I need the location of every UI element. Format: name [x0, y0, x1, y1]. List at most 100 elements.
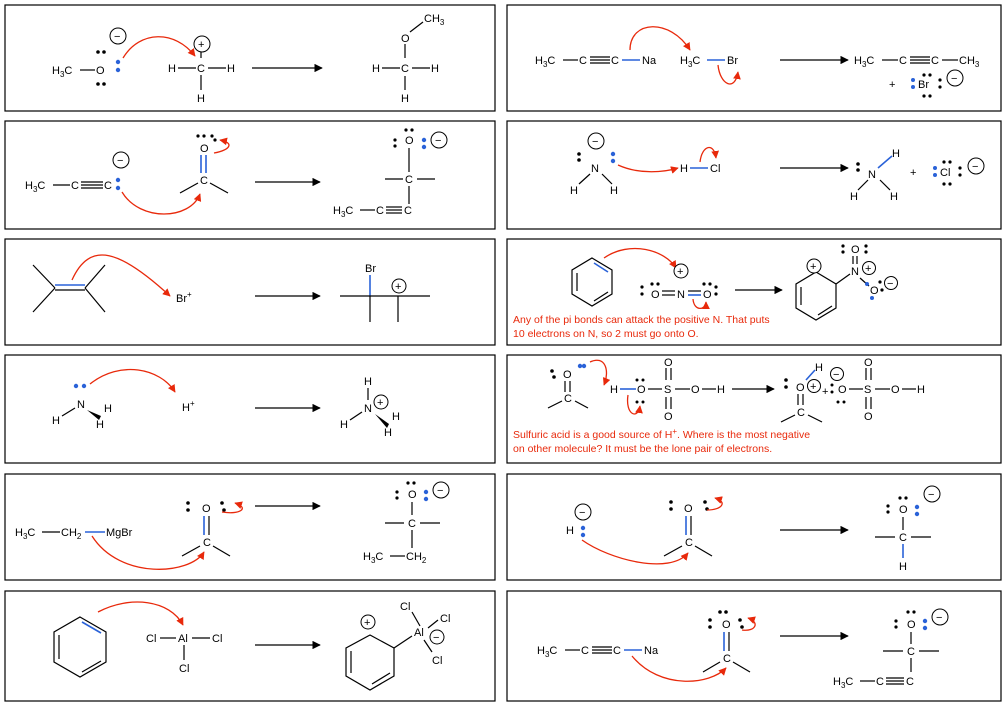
svg-text:H3C: H3C [537, 645, 557, 659]
svg-text:H: H [364, 376, 372, 388]
panel-grignard-acetone: H3C CH2 MgBr O C O − C H3C CH2 [4, 473, 496, 581]
panel-frame [506, 354, 1002, 464]
positive-charge-icon [391, 278, 407, 294]
svg-text:C: C [613, 645, 621, 657]
svg-text:Cl: Cl [710, 163, 720, 175]
positive-charge-icon [373, 394, 389, 410]
panel-frame [506, 238, 1002, 346]
svg-text:Cl: Cl [440, 613, 450, 625]
svg-text:H: H [717, 384, 725, 396]
svg-text:H3C: H3C [854, 55, 874, 69]
svg-text:H: H [917, 384, 925, 396]
svg-text:O: O [563, 369, 572, 381]
svg-text:O: O [684, 503, 693, 515]
svg-text:+: + [810, 381, 816, 393]
panel-frame [506, 4, 1002, 112]
svg-text:H: H [168, 63, 176, 75]
svg-text:MgBr: MgBr [106, 527, 133, 539]
svg-text:O: O [899, 504, 908, 516]
negative-charge-icon [923, 485, 941, 503]
svg-text:−: − [579, 507, 585, 519]
svg-text:Al: Al [414, 627, 424, 639]
svg-text:O: O [703, 289, 712, 301]
svg-text:+: + [889, 79, 895, 91]
svg-text:H: H [892, 148, 900, 160]
svg-text:H3C: H3C [25, 180, 45, 194]
svg-text:O: O [864, 411, 873, 423]
panel-methoxide-methyl-cation: H3C O − H C H H + H C H H O CH3 [4, 4, 496, 112]
svg-text:O: O [401, 33, 410, 45]
note-sulfuric-line1: Sulfuric acid is a good source of H+. Wh… [513, 427, 810, 441]
svg-text:H3C: H3C [333, 205, 353, 219]
svg-text:C: C [899, 55, 907, 67]
positive-charge-icon [673, 263, 689, 279]
svg-text:−: − [936, 612, 942, 624]
svg-text:Cl: Cl [146, 633, 156, 645]
svg-text:−: − [833, 369, 839, 381]
svg-text:−: − [951, 73, 957, 85]
negative-charge-icon [112, 151, 130, 169]
svg-text:H: H [566, 525, 574, 537]
panel-benzene-alcl3: Cl Al Cl Cl + Al Cl Cl Cl − [4, 590, 496, 702]
svg-text:H: H [610, 384, 618, 396]
svg-text:Cl: Cl [212, 633, 222, 645]
svg-text:N: N [868, 169, 876, 181]
svg-text:−: − [117, 155, 123, 167]
curved-arrow [121, 191, 202, 215]
svg-text:−: − [972, 161, 978, 173]
panel-alkene-bromonium: Br+ Br + [4, 238, 496, 346]
svg-text:Cl: Cl [940, 167, 950, 179]
negative-charge-icon [429, 629, 445, 645]
negative-charge-icon [931, 608, 949, 626]
negative-charge-icon [109, 27, 127, 45]
svg-text:O: O [864, 357, 873, 369]
svg-text:Al: Al [178, 633, 188, 645]
svg-text:+: + [198, 39, 204, 51]
svg-text:O: O [664, 357, 673, 369]
svg-text:N: N [851, 266, 859, 278]
curved-arrow [629, 26, 691, 51]
svg-text:O: O [838, 384, 847, 396]
svg-text:C: C [564, 393, 572, 405]
svg-text:H: H [340, 419, 348, 431]
svg-text:+: + [677, 266, 683, 278]
curved-arrow [71, 254, 171, 297]
svg-text:C: C [200, 175, 208, 187]
negative-charge-icon [967, 157, 985, 175]
note-nitration-line1: Any of the pi bonds can attack the posit… [513, 314, 770, 326]
svg-text:H: H [815, 362, 823, 374]
svg-text:C: C [611, 55, 619, 67]
svg-text:H3C: H3C [15, 527, 35, 541]
svg-text:N: N [77, 399, 85, 411]
svg-text:H: H [104, 403, 112, 415]
svg-text:H: H [52, 415, 60, 427]
note-nitration-line2: 10 electrons on N, so 2 must go onto O. [513, 328, 699, 340]
svg-text:C: C [876, 676, 884, 688]
panel-acetone-sulfuric-acid: O C H O S O O O H O + H C + − [506, 354, 1002, 464]
negative-charge-icon [432, 481, 450, 499]
svg-text:S: S [664, 384, 671, 396]
svg-text:+: + [810, 261, 816, 273]
svg-text:Br: Br [918, 79, 929, 91]
panel-frame [4, 590, 496, 702]
svg-text:+: + [910, 167, 916, 179]
panel-frame [4, 238, 496, 346]
negative-charge-icon [587, 132, 605, 150]
svg-text:C: C [197, 63, 205, 75]
svg-text:−: − [437, 485, 443, 497]
positive-charge-icon [806, 258, 822, 274]
negative-charge-icon [946, 69, 964, 87]
svg-text:C: C [408, 518, 416, 530]
svg-text:O: O [405, 135, 414, 147]
svg-text:N: N [591, 163, 599, 175]
svg-text:H: H [392, 411, 400, 423]
curved-arrow [589, 359, 611, 386]
svg-text:H3C: H3C [680, 55, 700, 69]
panel-frame [506, 590, 1002, 702]
panel-frame [506, 473, 1002, 581]
positive-charge-icon [360, 614, 376, 630]
svg-text:−: − [928, 489, 934, 501]
panel-acetylide-acetone: H3C C C − O C O − C H3C C C [4, 120, 496, 230]
curved-arrow [617, 164, 679, 174]
